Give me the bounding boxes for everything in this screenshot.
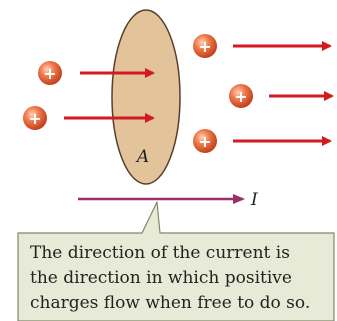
plus-sign: + (234, 87, 247, 106)
charge-left-bottom: + (23, 106, 47, 130)
caption-line-3: charges flow when free to do so. (30, 293, 311, 313)
plus-sign: + (28, 109, 41, 128)
charge-left-top: + (38, 61, 62, 85)
caption-line-1: The direction of the current is (30, 243, 290, 263)
caption: The direction of the current is the dire… (30, 241, 335, 316)
plus-sign: + (198, 132, 211, 151)
current-label: I (250, 190, 258, 210)
caption-line-2: the direction in which positive (30, 268, 292, 288)
area-label: A (135, 147, 149, 167)
charge-right-bottom: + (193, 129, 217, 153)
charge-right-top: + (193, 34, 217, 58)
cross-section-surface (111, 9, 181, 185)
plus-sign: + (43, 64, 56, 83)
charge-right-middle: + (229, 84, 253, 108)
plus-sign: + (198, 37, 211, 56)
caption-callout (17, 201, 335, 321)
